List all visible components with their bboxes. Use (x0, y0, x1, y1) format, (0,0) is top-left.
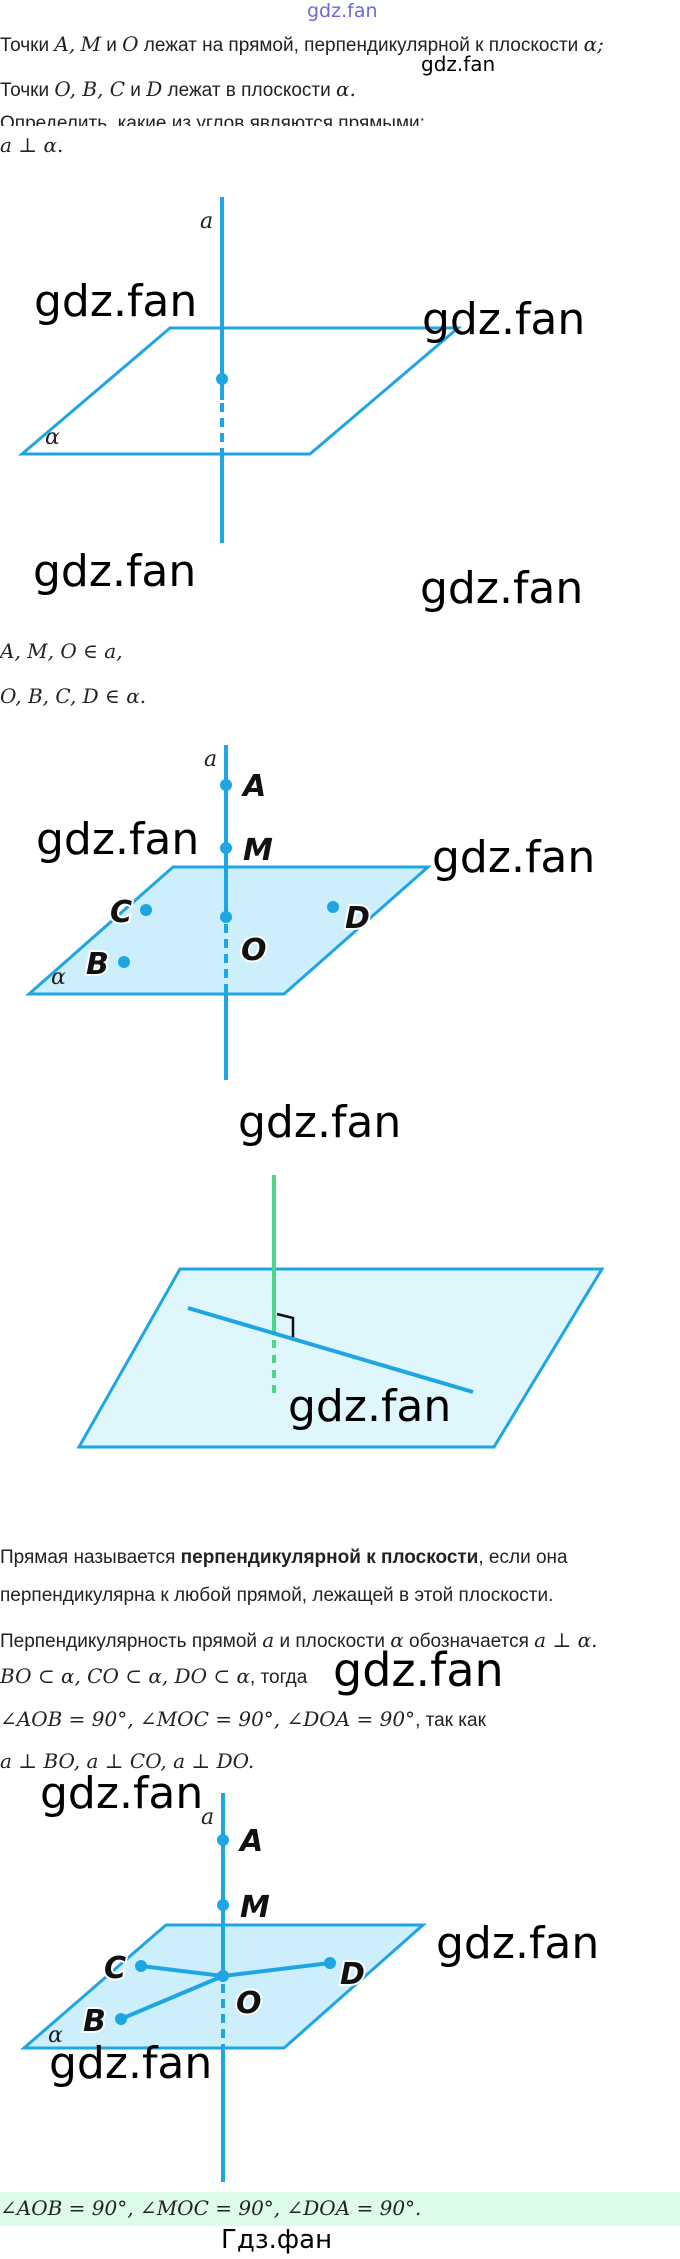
math: ∠AOB = 90°, ∠MOC = 90°, ∠DOA = 90° (0, 1707, 416, 1731)
watermark: gdz.fan (333, 1643, 504, 1697)
answer-band (0, 2192, 680, 2226)
text: и (100, 35, 123, 56)
watermark: gdz.fan (36, 814, 200, 865)
point-o (220, 911, 232, 923)
point-c (140, 904, 152, 916)
point-m (220, 842, 232, 854)
solution-line-2: ∠AOB = 90°, ∠MOC = 90°, ∠DOA = 90°, так … (0, 1707, 486, 1733)
line-label: a (201, 1805, 214, 1830)
text: лежат на прямой, перпендикулярной к плос… (138, 35, 584, 56)
watermark: gdz.fan (49, 2038, 213, 2089)
text: Перпендикулярность прямой (0, 1631, 263, 1652)
math: D (146, 77, 163, 101)
label-m: M (240, 1890, 270, 1925)
line-label: a (204, 747, 217, 772)
watermark: gdz.fan (33, 546, 197, 597)
answer: ∠AOB = 90°, ∠MOC = 90°, ∠DOA = 90°. (0, 2196, 422, 2220)
math: α. (336, 77, 356, 101)
watermark: gdz.fan (422, 294, 586, 345)
label-b: B (83, 2004, 106, 2039)
segment-ob (120, 1974, 224, 2021)
point-b (118, 956, 130, 968)
text: обозначается (403, 1631, 535, 1652)
text: , если она (478, 1547, 568, 1568)
math: A, (54, 32, 76, 56)
plane-alpha (17, 326, 463, 456)
text: Прямая называется (0, 1547, 181, 1568)
label-m: M (243, 833, 273, 868)
watermark-top: gdz.fan (307, 0, 378, 22)
point-a (217, 1834, 229, 1846)
point-d (327, 901, 339, 913)
text-line-2: Точки O, B, C и D лежат в плоскости α. (0, 77, 356, 103)
text: Точки (0, 35, 55, 56)
right-angle-mark (276, 1312, 295, 1337)
label-c: C (110, 895, 132, 930)
math: M (80, 32, 101, 56)
definition-line-3: Перпендикулярность прямой a и плоскости … (0, 1628, 597, 1654)
math: O, B, C (54, 77, 126, 101)
line-in-plane (187, 1306, 474, 1394)
math: a (262, 1628, 275, 1652)
text: и плоскости (274, 1631, 391, 1652)
math: α; (583, 32, 604, 56)
definition-line-2: перпендикулярна к любой прямой, лежащей … (0, 1585, 554, 1606)
text: и (125, 80, 147, 101)
label-a: A (241, 769, 266, 804)
text: Точки (0, 80, 55, 101)
figure-2: a A M O C D B α (25, 745, 432, 1080)
plane-label: α (45, 425, 60, 450)
watermark: gdz.fan (436, 1918, 600, 1969)
watermark: gdz.fan (288, 1381, 452, 1432)
label-a: A (238, 1824, 263, 1859)
text: , тогда (249, 1667, 308, 1688)
text-line-6: O, B, C, D ∈ α. (0, 684, 147, 708)
line-label: a (200, 209, 213, 234)
point (216, 373, 228, 385)
math: O (122, 32, 139, 56)
text: лежат в плоскости (162, 80, 337, 101)
segment-oc (140, 1964, 224, 1978)
plane-label: α (51, 965, 66, 990)
point-b (115, 2013, 127, 2025)
solution-line-3: a ⊥ BO, a ⊥ CO, a ⊥ DO. (0, 1749, 255, 1773)
watermark: gdz.fan (420, 563, 584, 614)
label-d: D (340, 1957, 365, 1992)
plane-label: α (48, 2023, 63, 2048)
text-line-3: Определить, какие из углов являются прям… (0, 113, 425, 126)
math: a ⊥ α. (534, 1628, 598, 1652)
point-c (135, 1960, 147, 1972)
text: , так как (415, 1710, 486, 1731)
text-line-4: a ⊥ α. (0, 133, 64, 157)
watermark: gdz.fan (40, 1768, 204, 1819)
segment-od (222, 1961, 331, 1978)
math: BO ⊂ α, CO ⊂ α, DO ⊂ α (0, 1664, 250, 1688)
label-o: O (241, 933, 267, 968)
solution-line-1: BO ⊂ α, CO ⊂ α, DO ⊂ α, тогда (0, 1664, 307, 1690)
point-m (217, 1899, 229, 1911)
bold-term: перпендикулярной к плоскости (180, 1547, 479, 1568)
math: α (390, 1628, 404, 1652)
text-line-1: Точки A, M и O лежат на прямой, перпенди… (0, 32, 604, 58)
text-line-5: A, M, O ∈ a, (0, 639, 123, 663)
watermark-bottom: Гдз.фан (221, 2225, 333, 2255)
point-a (220, 779, 232, 791)
label-d: D (345, 901, 370, 936)
watermark: gdz.fan (432, 832, 596, 883)
point-d (324, 1957, 336, 1969)
label-b: B (86, 947, 109, 982)
watermark: gdz.fan (421, 52, 496, 76)
figure-3 (76, 1175, 605, 1449)
label-o: O (236, 1986, 262, 2021)
watermark: gdz.fan (238, 1097, 402, 1148)
definition-line-1: Прямая называется перпендикулярной к пло… (0, 1546, 568, 1570)
point-o (217, 1970, 229, 1982)
label-c: C (104, 1951, 126, 1986)
figure-1: a α (17, 197, 463, 543)
figure-4: a A M O C D B α (19, 1793, 427, 2182)
watermark: gdz.fan (34, 276, 198, 327)
